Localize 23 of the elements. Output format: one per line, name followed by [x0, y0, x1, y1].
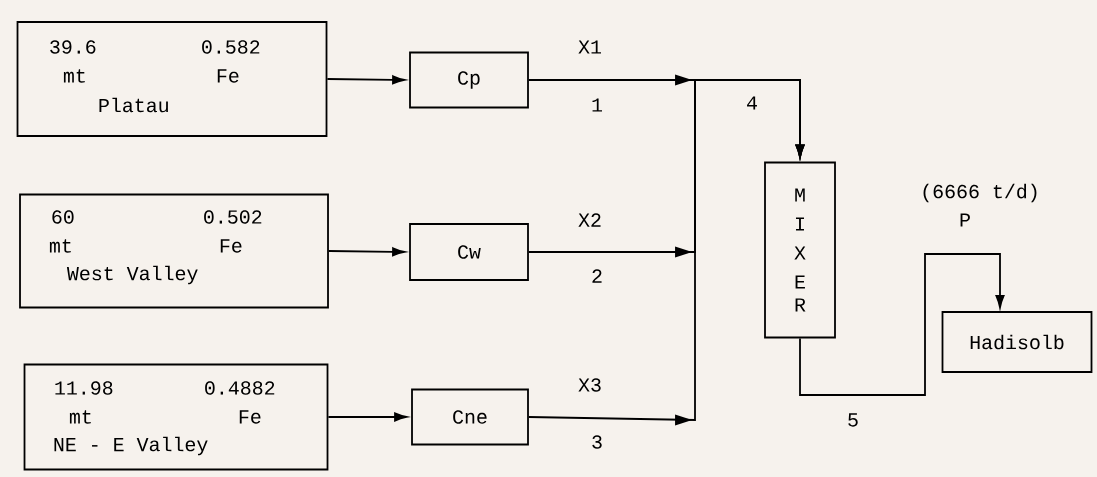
destination-box: Hadisolb	[941, 311, 1093, 373]
stream-label: 2	[592, 269, 602, 283]
source-box: 39.6 0.582 mt Fe Platau	[16, 21, 328, 137]
process-box: Cp	[409, 51, 529, 109]
mixer-box: MIXER	[764, 161, 836, 339]
arrow	[326, 75, 406, 85]
source-box: 60 0.502 mt Fe West Valley	[19, 193, 329, 309]
edge-label: X1	[578, 40, 601, 54]
process-box: Cw	[409, 223, 529, 281]
stream-label: 4	[747, 96, 757, 110]
process-box: Cne	[411, 388, 529, 446]
arrow	[327, 412, 408, 422]
arrow	[328, 247, 406, 257]
edge-label: X3	[578, 378, 601, 392]
stream-label: 1	[592, 98, 602, 112]
stream-label: P	[960, 213, 970, 227]
stream-label: (6666 t/d)	[923, 183, 1037, 203]
source-box: 11.98 0.4882 mt Fe NE - E Valley	[23, 363, 329, 471]
stream-label: 5	[848, 413, 858, 427]
arrow	[799, 253, 1005, 396]
edge-label: X2	[578, 213, 601, 227]
stream-label: 3	[592, 435, 602, 449]
arrow	[528, 79, 805, 426]
